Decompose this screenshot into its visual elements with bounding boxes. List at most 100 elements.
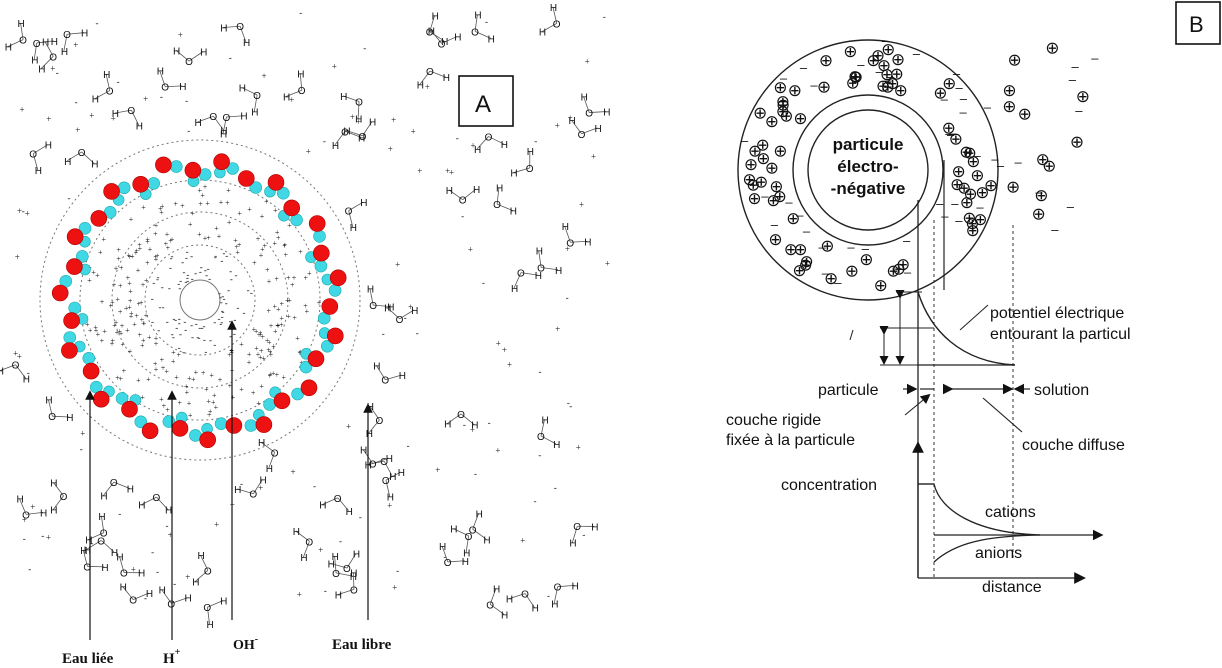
- minus-charge: -: [190, 251, 193, 261]
- cation-symbol: ⊕: [859, 250, 873, 269]
- plus-ion: +: [121, 340, 126, 349]
- o-h-bond: [100, 515, 105, 533]
- scattered-charge: +: [297, 590, 302, 600]
- cation-curve: [918, 483, 1041, 536]
- oxygen-atom: O: [426, 28, 434, 39]
- hydrogen-atom: H: [555, 266, 562, 277]
- o-h-bond: [334, 555, 337, 573]
- bound-water-molecule: [263, 386, 291, 411]
- scattered-charge: -: [151, 547, 154, 557]
- oxygen-atom: O: [204, 566, 212, 577]
- minus-charge: -: [199, 266, 202, 276]
- plus-ion: +: [284, 250, 289, 259]
- hydrogen-atom: H: [5, 43, 12, 54]
- scattered-charge: -: [485, 17, 488, 27]
- oxygen-atom: O: [376, 416, 384, 427]
- hydrogen-atom: H: [527, 147, 534, 158]
- hydrogen-atom: H: [510, 207, 517, 218]
- plus-ion: +: [218, 376, 223, 385]
- plus-ion: +: [127, 303, 132, 312]
- o-h-bond: [122, 586, 134, 600]
- scattered-charge: +: [332, 61, 337, 71]
- o-h-bond: [386, 307, 400, 320]
- o-h-bond: [236, 488, 254, 495]
- water-molecule: OHH: [493, 183, 517, 217]
- scattered-charge: +: [25, 209, 30, 219]
- scattered-charge: +: [507, 359, 512, 369]
- minus-charge: -: [178, 283, 181, 293]
- water-molecule: OHH: [471, 11, 495, 46]
- potential-curve: [917, 291, 1016, 366]
- plus-ion: +: [239, 385, 244, 394]
- plus-ion: +: [214, 403, 219, 412]
- scattered-charge: -: [68, 193, 71, 203]
- hydrogen-atom: H: [111, 548, 118, 559]
- hydrogen-atom: H: [297, 69, 304, 80]
- anion-symbol: –: [956, 80, 964, 95]
- minus-charge: -: [233, 315, 236, 325]
- o-h-bond: [540, 435, 557, 445]
- hydrogen-atom: H: [0, 367, 4, 378]
- cation-symbol: ⊕: [871, 46, 885, 65]
- o-h-bond: [496, 203, 513, 211]
- plus-ion: +: [136, 376, 141, 385]
- scattered-charge: +: [585, 57, 590, 67]
- plus-ion: +: [256, 235, 261, 244]
- scattered-charge: -: [567, 397, 570, 407]
- water-molecule: OHH: [5, 19, 27, 54]
- water-molecule: OHH: [38, 38, 57, 76]
- cation-symbol: ⊕: [959, 142, 973, 161]
- anion-symbol: –: [947, 127, 955, 142]
- scattered-charge: +: [318, 545, 323, 555]
- oxygen-atom: O: [185, 57, 193, 68]
- plus-ion: +: [254, 327, 259, 336]
- plus-ion: +: [187, 399, 192, 408]
- o-h-bond: [488, 136, 504, 145]
- cation-symbol: ⊕: [891, 50, 905, 69]
- scattered-charge: +: [496, 338, 501, 348]
- bound-water-molecule: [238, 170, 262, 194]
- plus-ion: +: [187, 374, 192, 383]
- oxygen-atom: O: [33, 39, 41, 50]
- minus-charge: -: [222, 307, 225, 317]
- minus-charge: -: [179, 329, 182, 339]
- plus-ion: +: [290, 280, 295, 289]
- oxygen-atom: O: [537, 264, 545, 275]
- minus-charge: -: [229, 331, 232, 341]
- cation-symbol: ⊕: [881, 77, 895, 96]
- o-h-bond: [44, 41, 54, 57]
- cation-symbol: ⊕: [973, 210, 987, 229]
- hydrogen-atom: H: [64, 157, 71, 168]
- hydrogen-atom: H: [463, 549, 470, 560]
- anion-symbol: –: [976, 200, 984, 215]
- hydrogen-sphere: [299, 360, 313, 374]
- o-h-bond: [348, 210, 354, 228]
- hydrogen-atom: H: [340, 92, 347, 103]
- minus-charge: -: [196, 332, 199, 342]
- plus-ion: +: [145, 258, 150, 267]
- plus-ion: +: [164, 240, 169, 249]
- hydrogen-sphere: [328, 284, 342, 297]
- cation-symbol: ⊕: [746, 176, 760, 195]
- minus-charge: -: [178, 314, 181, 324]
- minus-charge: -: [178, 343, 181, 353]
- panel-a-label: A: [475, 91, 491, 118]
- anion-symbol: –: [904, 265, 912, 280]
- diffuse-layer-circle: [737, 39, 999, 301]
- water-molecule: OHH: [335, 568, 358, 601]
- free-water-molecules: OHHOHHOHHOHHOHHOHHOHHOHHOHHOHHOHHOHHOHHO…: [0, 3, 610, 631]
- plus-ion: +: [112, 321, 117, 330]
- plus-ion: +: [128, 287, 133, 296]
- water-molecule: OHH: [510, 147, 534, 180]
- cation-symbol: ⊕: [773, 142, 787, 161]
- hydrogen-atom: H: [136, 122, 143, 133]
- scattered-charge: -: [603, 11, 606, 21]
- hydrogen-atom: H: [350, 223, 357, 234]
- oxygen-atom: O: [106, 87, 114, 98]
- water-molecule: OHH: [539, 3, 561, 39]
- plus-ion: +: [114, 264, 119, 273]
- rigid-layer-leader: [904, 393, 931, 416]
- bound-water-molecule: [308, 215, 326, 243]
- scattered-charge: +: [449, 167, 454, 177]
- oxygen-atom: O: [334, 494, 342, 505]
